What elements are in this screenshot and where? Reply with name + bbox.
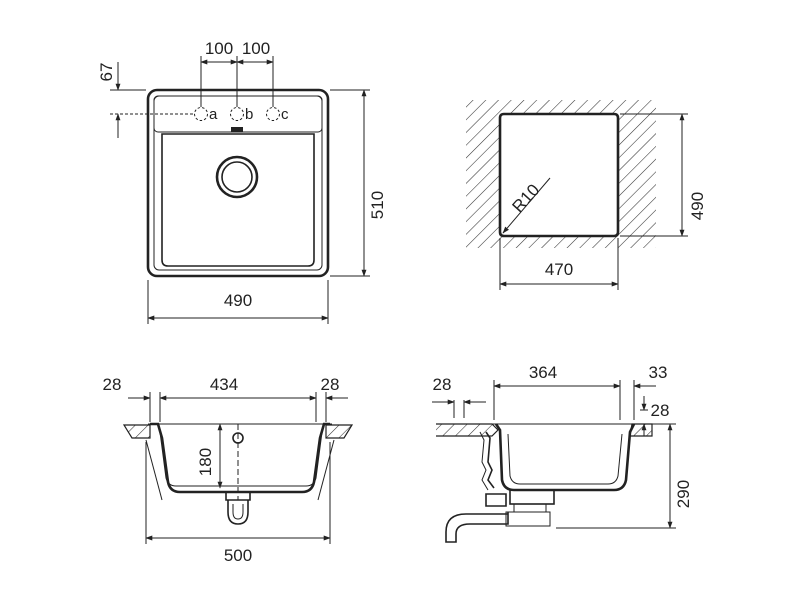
dim-side-bowl-width: 364	[529, 363, 557, 382]
drain-inner-icon	[221, 161, 253, 193]
tap-ledge	[153, 95, 323, 133]
trap-icon	[227, 500, 249, 525]
dim-hole-offset: 67	[97, 63, 116, 82]
tap-hole-b-icon	[230, 107, 244, 121]
dim-side-rim-right: 33	[649, 363, 668, 382]
bowl-shell-inner	[159, 431, 323, 487]
right-rim-hatch	[325, 424, 354, 439]
waste-trap-icon	[485, 493, 507, 507]
dim-width: 490	[224, 291, 252, 310]
dim-spacing-right: 100	[242, 39, 270, 58]
top-view: a b c 100 100 67 510 490	[97, 39, 387, 324]
bowl-outline	[161, 133, 315, 267]
side-bowl-outer	[494, 423, 636, 492]
dim-bowl-depth: 180	[196, 448, 215, 476]
waste-pipe-icon	[445, 512, 509, 543]
overflow-slot	[231, 127, 243, 132]
tap-hole-a-icon	[194, 107, 208, 121]
dim-front-rim-right: 28	[321, 375, 340, 394]
front-section: 180 28 434 28 500	[103, 375, 354, 565]
side-left-rim	[436, 423, 499, 437]
drain-outer-icon	[215, 155, 259, 199]
cutout-inner-white	[502, 116, 616, 234]
left-rim-hatch	[122, 424, 151, 439]
dim-side-rim-left: 28	[433, 375, 452, 394]
dim-overall-width: 500	[224, 546, 252, 565]
overflow-pipe-icon	[485, 431, 495, 489]
dim-height: 510	[368, 191, 387, 219]
side-bowl-inner	[507, 433, 623, 485]
tap-hole-c-icon	[266, 107, 280, 121]
tap-hole-a-label: a	[209, 106, 218, 123]
dim-side-overall-height: 290	[674, 480, 693, 508]
tap-hole-c-label: c	[281, 106, 289, 123]
sink-outline	[146, 88, 330, 278]
dim-cutout-width: 470	[545, 260, 573, 279]
sink-inner-rim	[153, 95, 323, 271]
drain-body-icon	[509, 489, 555, 505]
tap-hole-b-label: b	[245, 106, 253, 123]
cutout-view: R10 470 490	[466, 100, 707, 290]
dim-front-bowl-width: 434	[210, 375, 238, 394]
dim-side-rim-height: 28	[651, 401, 670, 420]
side-section: 28 364 33 28 290	[432, 363, 693, 543]
dim-front-rim-left: 28	[103, 375, 122, 394]
dim-spacing-left: 100	[205, 39, 233, 58]
dim-cutout-height: 490	[688, 192, 707, 220]
cutout-outline	[498, 112, 620, 238]
